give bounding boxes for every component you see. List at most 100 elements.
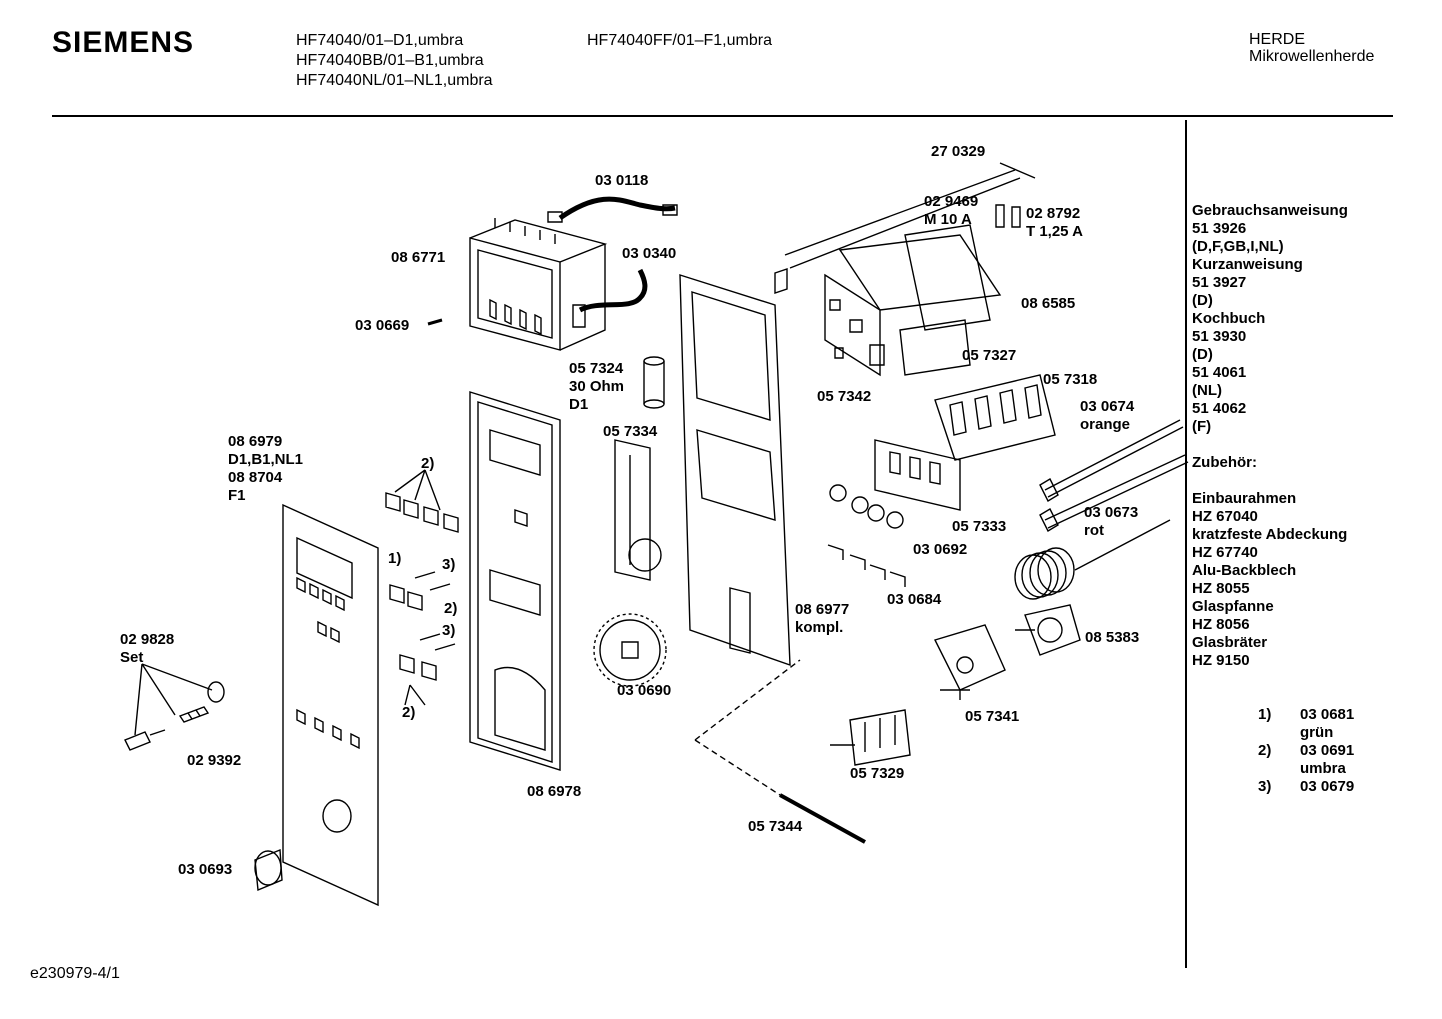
accessories-list-item: HZ 67040	[1192, 508, 1258, 525]
part-label-030684: 03 0684	[887, 591, 942, 608]
heating-coil	[1015, 520, 1170, 599]
footnote-marker: 2)	[402, 704, 416, 721]
selector-switch	[830, 710, 910, 765]
encoder-switch	[615, 440, 661, 580]
part-label-029392: 02 9392	[187, 752, 242, 769]
category-block: HERDE Mikrowellenherde	[1249, 31, 1374, 65]
footnote-marker: 3)	[442, 556, 456, 573]
part-label-028792-rating: T 1,25 A	[1026, 223, 1083, 240]
accessories-list-item: HZ 8055	[1192, 580, 1250, 597]
accessories-list-item	[1192, 436, 1392, 454]
part-label-028792: 02 8792	[1026, 205, 1081, 222]
footnote-marker: 3)	[442, 622, 456, 639]
footnote-key: 1)	[1258, 706, 1272, 723]
part-label-030690: 03 0690	[617, 682, 672, 699]
accessories-list-item: Kochbuch	[1192, 310, 1266, 327]
footnote-code: 03 0679	[1300, 778, 1355, 795]
brand-logo: SIEMENS	[52, 26, 195, 59]
timer-switch	[935, 625, 1005, 700]
sidebar-rule	[1185, 120, 1187, 968]
footnote-marker: 1)	[388, 550, 402, 567]
part-label-086978: 08 6978	[527, 783, 582, 800]
accessories-list-item: HZ 9150	[1192, 652, 1250, 669]
model-list-left: HF74040/01–D1,umbra HF74040BB/01–B1,umbr…	[296, 31, 493, 91]
part-label-030340: 03 0340	[622, 245, 677, 262]
drawing-code: e230979-4/1	[30, 965, 120, 982]
ribbon-cable-030118	[560, 199, 675, 218]
accessories-list-item: HZ 8056	[1192, 616, 1250, 633]
push-buttons	[830, 485, 903, 528]
display-module	[470, 218, 605, 350]
control-pcb	[825, 225, 1000, 375]
accessories-list-item: 51 4062	[1192, 400, 1247, 417]
accessories-list-item: 51 4061	[1192, 364, 1247, 381]
footnote-row: umbra	[1258, 760, 1380, 778]
footnote-key: 2)	[1258, 742, 1272, 759]
part-label-270329: 27 0329	[931, 143, 986, 160]
part-label-030674: 03 0674	[1080, 398, 1135, 415]
footnote-spacer	[1258, 760, 1300, 778]
part-label-029828-set: Set	[120, 649, 144, 666]
footnote-row: 3) 03 0679	[1258, 778, 1380, 796]
part-label-029469: 02 9469	[924, 193, 979, 210]
part-label-030118: 03 0118	[595, 172, 649, 189]
keypad-buttons	[386, 470, 458, 705]
footnote-row: 2) 03 0691	[1258, 742, 1380, 760]
accessories-list-item: (D)	[1192, 346, 1213, 363]
part-label-030693: 03 0693	[178, 861, 233, 878]
probe-orange	[1045, 420, 1183, 497]
resistor	[644, 357, 664, 408]
part-label-029828: 02 9828	[120, 631, 175, 648]
fascia-panel	[283, 505, 378, 905]
part-label-057333: 05 7333	[952, 518, 1007, 535]
model-right: HF74040FF/01–F1,umbra	[587, 32, 772, 49]
footnote-row: grün	[1258, 724, 1380, 742]
part-label-057318: 05 7318	[1043, 371, 1098, 388]
part-label-057334: 05 7334	[603, 423, 658, 440]
accessories-list-item: Glasbräter	[1192, 634, 1268, 651]
part-label-086977: 08 6977	[795, 601, 850, 618]
accessories-list-item: 51 3927	[1192, 274, 1247, 291]
part-label-057324: 05 7324	[569, 360, 624, 377]
footnote-desc: grün	[1300, 724, 1334, 741]
part-label-086979-variants: D1,B1,NL1	[228, 451, 304, 468]
footnote-desc: umbra	[1300, 760, 1346, 777]
footnote-row: 1) 03 0681	[1258, 706, 1380, 724]
screws	[415, 572, 455, 650]
accessories-list-item: (D)	[1192, 292, 1213, 309]
chassis-frame	[680, 275, 790, 665]
accessories-list-item: (D,F,GB,I,NL)	[1192, 238, 1284, 255]
probe-red	[1045, 455, 1188, 528]
thermostat	[1015, 605, 1080, 655]
accessories-list-item: 51 3926	[1192, 220, 1247, 237]
accessories-list-item: (NL)	[1192, 382, 1222, 399]
accessories-list-item: Einbaurahmen	[1192, 490, 1297, 507]
footnote-key: 3)	[1258, 778, 1272, 795]
part-label-057341: 05 7341	[965, 708, 1020, 725]
fuses	[996, 205, 1020, 227]
part-label-030673: 03 0673	[1084, 504, 1139, 521]
part-label-057342: 05 7342	[817, 388, 872, 405]
part-label-057324-variant: D1	[569, 396, 589, 413]
relay-block	[875, 440, 960, 510]
part-label-030674-color: orange	[1080, 416, 1131, 433]
footnote-code: 03 0691	[1300, 742, 1355, 759]
accessories-list-item: Gebrauchsanweisung	[1192, 202, 1348, 219]
part-label-085383: 08 5383	[1085, 629, 1140, 646]
accessories-list-item: kratzfeste Abdeckung	[1192, 526, 1348, 543]
accessories-list-item: HZ 67740	[1192, 544, 1258, 561]
part-label-086977-complete: kompl.	[795, 619, 844, 636]
part-label-086979: 08 6979	[228, 433, 283, 450]
subcategory: Mikrowellenherde	[1249, 48, 1375, 65]
contact-springs	[828, 545, 905, 587]
part-label-088704: 08 8704	[228, 469, 283, 486]
footnote-marker: 2)	[444, 600, 458, 617]
part-label-030669: 03 0669	[355, 317, 410, 334]
footnote-code: 03 0681	[1300, 706, 1355, 723]
accessories-list-item: Zubehör:	[1192, 454, 1257, 471]
knob	[255, 850, 282, 890]
gear-wheel	[594, 614, 666, 686]
